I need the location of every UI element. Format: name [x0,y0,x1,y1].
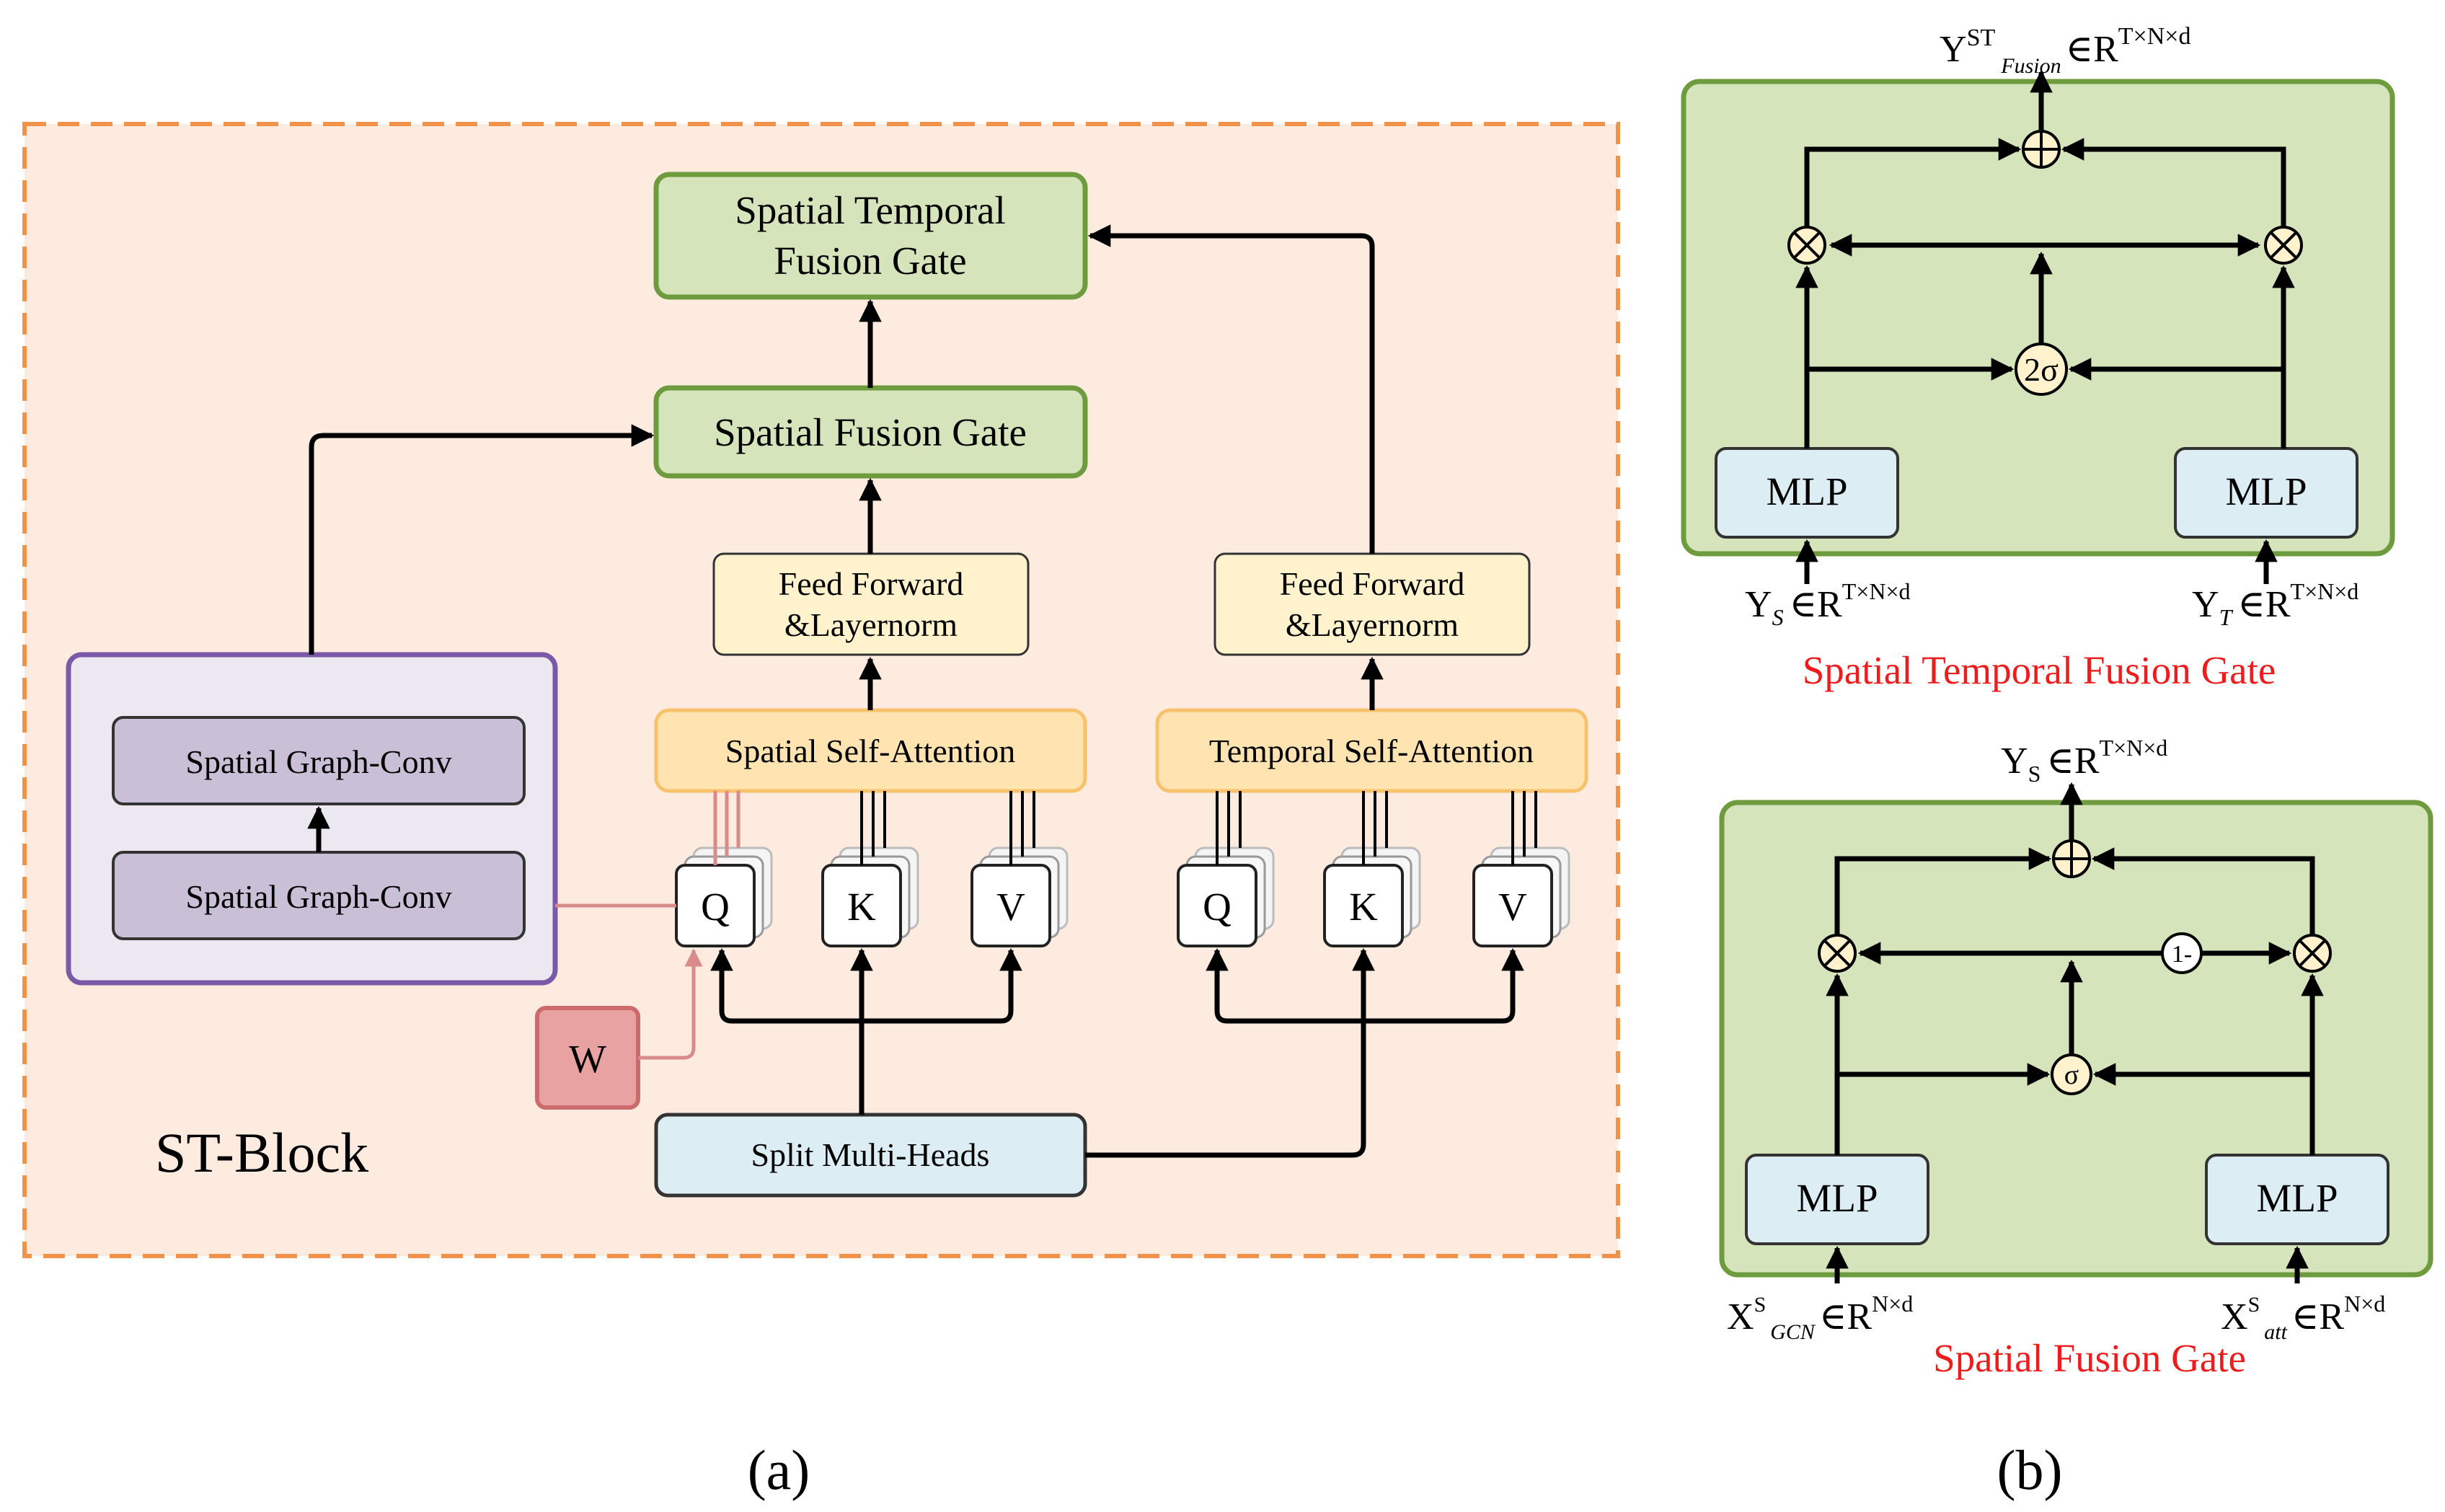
top-title: Spatial Temporal Fusion Gate [1803,648,2276,692]
panel-a: Spatial Temporal Fusion Gate Spatial Fus… [22,122,1620,1501]
weight-w-box: W [535,1006,640,1110]
top-mlp-left-label: MLP [1766,469,1847,513]
bottom-mlp-left: MLP [1745,1154,1929,1245]
spatial-qkv: Q K V [675,791,1069,947]
split-multi-heads-box: Split Multi-Heads [654,1113,1087,1198]
sfg-label: Spatial Fusion Gate [714,410,1027,454]
feed-forward-left-box: Feed Forward &Layernorm [712,552,1030,656]
spatial-temporal-fusion-gate-box: Spatial Temporal Fusion Gate [653,172,1088,300]
top-mlp-right-label: MLP [2225,469,2307,513]
top-input-left-label: YS∈RT×N×d [1745,578,1911,630]
top-multiply-left-icon [1787,226,1826,265]
spatial-v-label: V [996,885,1025,929]
bottom-one-minus-node: 1- [2161,932,2203,974]
feed-forward-right-box: Feed Forward &Layernorm [1213,552,1531,656]
top-multiply-right-icon [2264,226,2303,265]
ff-right-line1: Feed Forward [1280,565,1465,602]
bottom-sigma-node: σ [2051,1053,2092,1095]
st-block-label: ST-Block [155,1121,368,1184]
spatial-fusion-gate-box: Spatial Fusion Gate [653,385,1088,479]
caption-b: (b) [1997,1438,2063,1501]
top-sigma-label: 2σ [2024,351,2059,388]
split-heads-label: Split Multi-Heads [751,1136,990,1173]
panel-b-top: MLP MLP 2σ [1681,23,2395,692]
temporal-self-attention-box: Temporal Self-Attention [1155,708,1588,793]
graph-conv-bottom-label: Spatial Graph-Conv [185,878,451,915]
bottom-connections [1826,782,2324,1283]
spatial-k-stack: K [821,846,919,947]
tsa-label: Temporal Self-Attention [1209,733,1534,769]
spatial-qkv-to-attention-lines [713,791,1035,865]
top-output-label: YSTFusion∈RT×N×d [1940,23,2190,78]
top-mlp-right: MLP [2174,447,2358,539]
bottom-sigma-label: σ [2064,1060,2079,1090]
ssa-label: Spatial Self-Attention [725,733,1015,769]
top-connections [1795,69,2295,584]
temporal-qkv-to-attention-lines [1216,791,1537,865]
bottom-mlp-right: MLP [2205,1154,2389,1245]
spatial-q-label: Q [701,885,730,929]
bottom-title: Spatial Fusion Gate [1933,1336,2246,1380]
graph-conv-module: Spatial Graph-Conv Spatial Graph-Conv [66,652,558,986]
temporal-q-stack: Q [1177,846,1275,947]
w-label: W [569,1037,606,1081]
stfg-line1: Spatial Temporal [735,188,1005,232]
bottom-input-left-label: XSGCN∈RN×d [1727,1291,1913,1344]
temporal-k-stack: K [1323,846,1421,947]
spatial-self-attention-box: Spatial Self-Attention [654,708,1087,793]
bottom-output-label: YS∈RT×N×d [2001,735,2167,787]
spatial-v-stack: V [971,846,1069,947]
panel-a-connections [309,224,1524,1158]
bottom-input-right-label: XSatt∈RN×d [2221,1291,2385,1344]
graph-conv-top-label: Spatial Graph-Conv [185,743,451,780]
ff-left-line1: Feed Forward [779,565,964,602]
ff-left-line2: &Layernorm [784,606,958,643]
spatial-q-stack: Q [675,846,773,947]
spatial-k-label: K [847,885,876,929]
temporal-v-label: V [1498,885,1527,929]
top-sigma-node: 2σ [2015,342,2068,396]
top-input-right-label: YT∈RT×N×d [2192,578,2358,630]
ff-right-line2: &Layernorm [1286,606,1459,643]
panel-b-bottom: MLP MLP 1- σ [1719,735,2433,1380]
top-plus-icon [2022,130,2061,169]
bottom-mlp-right-label: MLP [2256,1176,2338,1220]
bottom-multiply-left-icon [1818,934,1857,973]
top-mlp-left: MLP [1715,447,1899,539]
temporal-qkv: Q K V [1177,791,1570,947]
temporal-q-label: Q [1203,885,1232,929]
stfg-line2: Fusion Gate [774,239,966,283]
caption-a: (a) [748,1438,810,1501]
temporal-v-stack: V [1472,846,1570,947]
temporal-k-label: K [1349,885,1378,929]
bottom-one-minus-label: 1- [2172,941,2192,968]
bottom-mlp-left-label: MLP [1796,1176,1878,1220]
bottom-multiply-right-icon [2293,934,2332,973]
bottom-plus-icon [2052,839,2091,878]
